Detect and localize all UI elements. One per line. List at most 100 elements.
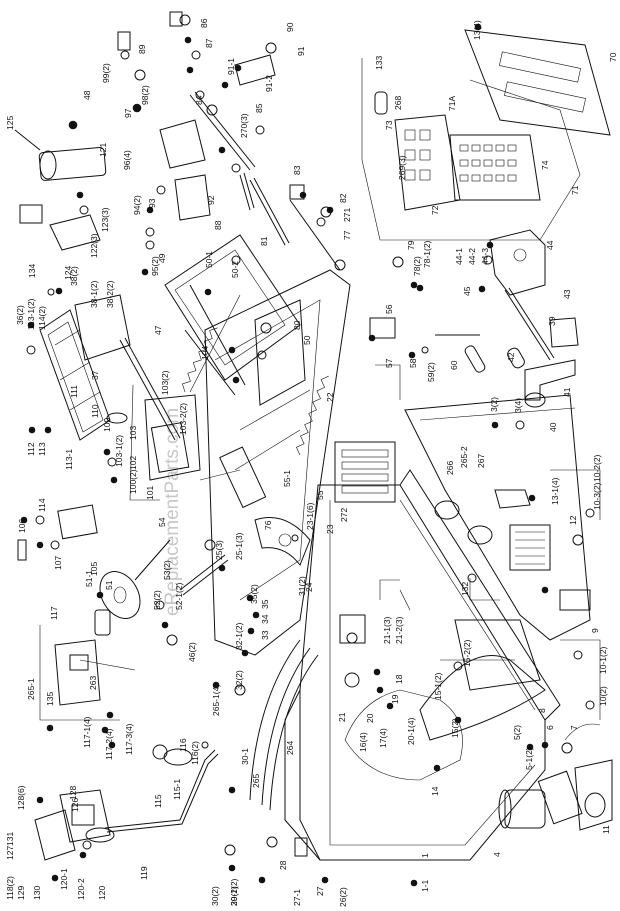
part-label: 103-2(2) xyxy=(178,403,188,435)
part-label: 23 xyxy=(325,524,335,534)
part-label: 30-1(2) xyxy=(229,878,239,906)
part-label: 92 xyxy=(206,195,216,205)
part-label: 7 xyxy=(569,725,579,730)
part-label: 38(2) xyxy=(69,266,79,286)
hardware xyxy=(17,11,595,887)
part-label: 81 xyxy=(259,236,269,246)
part-label: 86 xyxy=(199,18,209,28)
part-label: 10-3(2) xyxy=(592,482,602,510)
top-linkage xyxy=(159,14,277,221)
part-label: 30-1 xyxy=(240,748,250,765)
part-label: 55 xyxy=(315,490,325,500)
part-label: 87 xyxy=(204,38,214,48)
part-label: 268 xyxy=(393,96,403,110)
part-label: 44 xyxy=(545,240,555,250)
part-label: 20 xyxy=(365,713,375,723)
part-label: 84 xyxy=(194,95,204,105)
part-label: 20-1(4) xyxy=(406,717,416,745)
part-label: 90 xyxy=(285,22,295,32)
part-label: 76 xyxy=(263,520,273,530)
part-label: 120-1 xyxy=(59,868,69,890)
part-label: 113 xyxy=(37,442,47,456)
part-label: 128 xyxy=(68,786,78,800)
part-label: 27-1 xyxy=(292,889,302,906)
part-label: 21-1(3) xyxy=(382,616,392,644)
part-label: 35 xyxy=(260,599,270,609)
part-label: 106 xyxy=(17,519,27,533)
part-label: 10(2) xyxy=(598,686,608,706)
part-label: 265-1(4) xyxy=(211,684,221,716)
part-label: 102 xyxy=(128,456,138,470)
part-label: 110 xyxy=(90,404,100,418)
part-label: 113-1(2) xyxy=(26,298,36,330)
part-label: 32(2) xyxy=(234,670,244,690)
part-label: 15-1(2) xyxy=(433,672,443,700)
part-label: 17(4) xyxy=(378,728,388,748)
box-126 xyxy=(34,748,219,861)
part-label: 95(2) xyxy=(150,256,160,276)
part-label: 60 xyxy=(449,360,459,370)
part-label: 10-1(2) xyxy=(598,646,608,674)
part-label: 118(2) xyxy=(5,876,15,900)
part-label: 117-3(4) xyxy=(124,723,134,755)
part-label: 134 xyxy=(27,264,37,278)
part-label: 97 xyxy=(123,108,133,118)
motor-121 xyxy=(14,129,107,251)
watermark: eReplacementParts.com xyxy=(162,408,183,616)
part-label: 96(4) xyxy=(122,150,132,170)
part-label: 15-2(2) xyxy=(462,639,472,667)
part-label: 24 xyxy=(304,582,314,592)
part-label: 128(6) xyxy=(16,785,26,810)
part-label: 18 xyxy=(394,674,404,684)
part-label: 42 xyxy=(506,352,516,362)
part-label: 39 xyxy=(547,316,557,326)
part-label: 45 xyxy=(462,286,472,296)
part-label: 6 xyxy=(545,725,555,730)
control-box-134 xyxy=(361,58,581,241)
part-label: 51-1 xyxy=(84,570,94,587)
part-label: 112 xyxy=(26,442,36,456)
part-label: 93 xyxy=(147,198,157,208)
part-label: 101 xyxy=(145,486,155,500)
part-label: 22 xyxy=(325,392,335,402)
part-label: 263 xyxy=(88,676,98,690)
part-labels: 1 1-1 3(2) 3(4) 4 5(2) 5-1(2) 6 7 8 9 10… xyxy=(5,18,618,907)
part-label: 264 xyxy=(285,741,295,755)
part-label: 38-1(2) xyxy=(89,280,99,308)
part-label: 46(2) xyxy=(187,642,197,662)
part-label: 50 xyxy=(302,335,312,345)
springs xyxy=(181,294,329,456)
part-label: 103 xyxy=(128,426,138,440)
part-label: 34 xyxy=(260,614,270,624)
part-label: 119 xyxy=(139,866,149,880)
part-label: 79 xyxy=(406,240,416,250)
part-label: 52-1(2) xyxy=(174,582,184,610)
part-label: 50-2 xyxy=(230,261,240,278)
part-label: 120 xyxy=(97,886,107,900)
part-label: 21 xyxy=(337,712,347,722)
cabinet-base xyxy=(284,469,561,861)
part-label: 100(2) xyxy=(128,469,138,494)
part-label: 13(4) xyxy=(472,20,482,40)
part-label: 107 xyxy=(53,556,63,570)
part-label: 267 xyxy=(476,454,486,468)
part-label: 89 xyxy=(137,44,147,54)
part-label: 117-2(4) xyxy=(104,728,114,760)
part-label: 127 xyxy=(5,846,15,860)
part-label: 71A xyxy=(447,96,457,111)
part-label: 30(2) xyxy=(210,886,220,906)
part-label: 269(3) xyxy=(397,155,407,180)
part-label: 21-2(3) xyxy=(394,616,404,644)
part-label: 113-1 xyxy=(64,449,74,470)
part-label: 122(3) xyxy=(89,233,99,258)
vent-plate-273 xyxy=(334,441,396,503)
part-label: 116 xyxy=(178,738,188,752)
part-label: 131 xyxy=(5,832,15,846)
part-label: 88 xyxy=(213,220,223,230)
part-label: 265-1 xyxy=(26,678,36,700)
part-label: 272 xyxy=(339,508,349,522)
part-label: 8 xyxy=(537,708,547,713)
part-label: 54 xyxy=(157,517,167,527)
part-label: 50-1 xyxy=(204,251,214,268)
